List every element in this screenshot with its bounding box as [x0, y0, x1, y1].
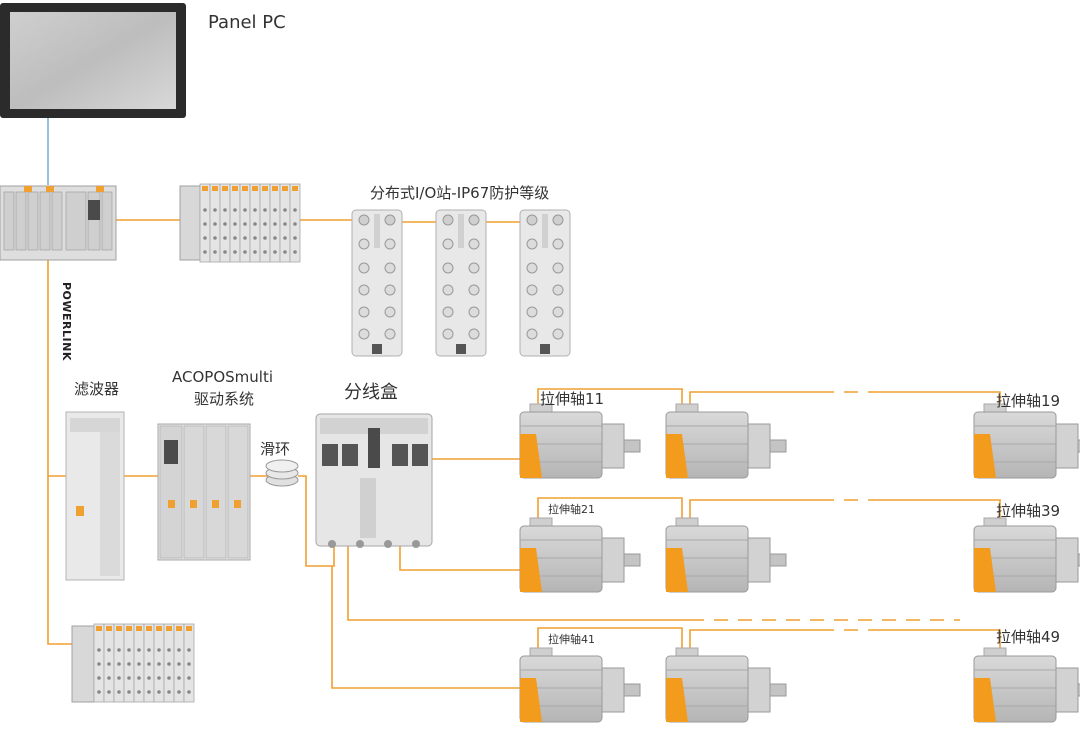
acopos-label-line1: ACOPOSmulti	[172, 368, 273, 386]
motor-11	[519, 403, 641, 479]
io-rack-top	[179, 183, 301, 263]
motor-41	[519, 647, 641, 723]
axis-41-label: 拉伸轴41	[548, 633, 595, 646]
motor-39	[973, 517, 1080, 593]
filter-label: 滤波器	[74, 380, 120, 398]
axis-49-label: 拉伸轴49	[996, 628, 1061, 646]
plc-controller	[0, 185, 117, 261]
powerlink-trunk	[47, 260, 72, 645]
motor-22	[665, 517, 787, 593]
motor-21	[519, 517, 641, 593]
filter-unit	[65, 411, 125, 581]
io-rack-bottom	[71, 623, 195, 703]
acopos-drive	[157, 423, 251, 561]
slip-ring	[265, 459, 299, 487]
panel-pc-label: Panel PC	[208, 12, 286, 33]
junction-box	[315, 413, 433, 548]
ip67-io-stations	[351, 209, 571, 357]
powerlink-label: POWERLINK	[60, 282, 73, 361]
acopos-label-line2: 驱动系统	[194, 390, 255, 408]
axis-39-label: 拉伸轴39	[996, 502, 1061, 520]
axis-11-label: 拉伸轴11	[540, 390, 605, 408]
slip-ring-label: 滑环	[260, 440, 291, 458]
io-station-label: 分布式I/O站-IP67防护等级	[370, 184, 550, 202]
motor-49	[973, 647, 1080, 723]
panel-pc	[0, 3, 186, 118]
motor-12	[665, 403, 787, 479]
axis-21-label: 拉伸轴21	[548, 503, 595, 516]
junction-box-label: 分线盒	[344, 382, 398, 403]
motor-42	[665, 647, 787, 723]
servo-motors	[519, 403, 1080, 723]
axis-19-label: 拉伸轴19	[996, 392, 1061, 410]
motor-19	[973, 403, 1080, 479]
